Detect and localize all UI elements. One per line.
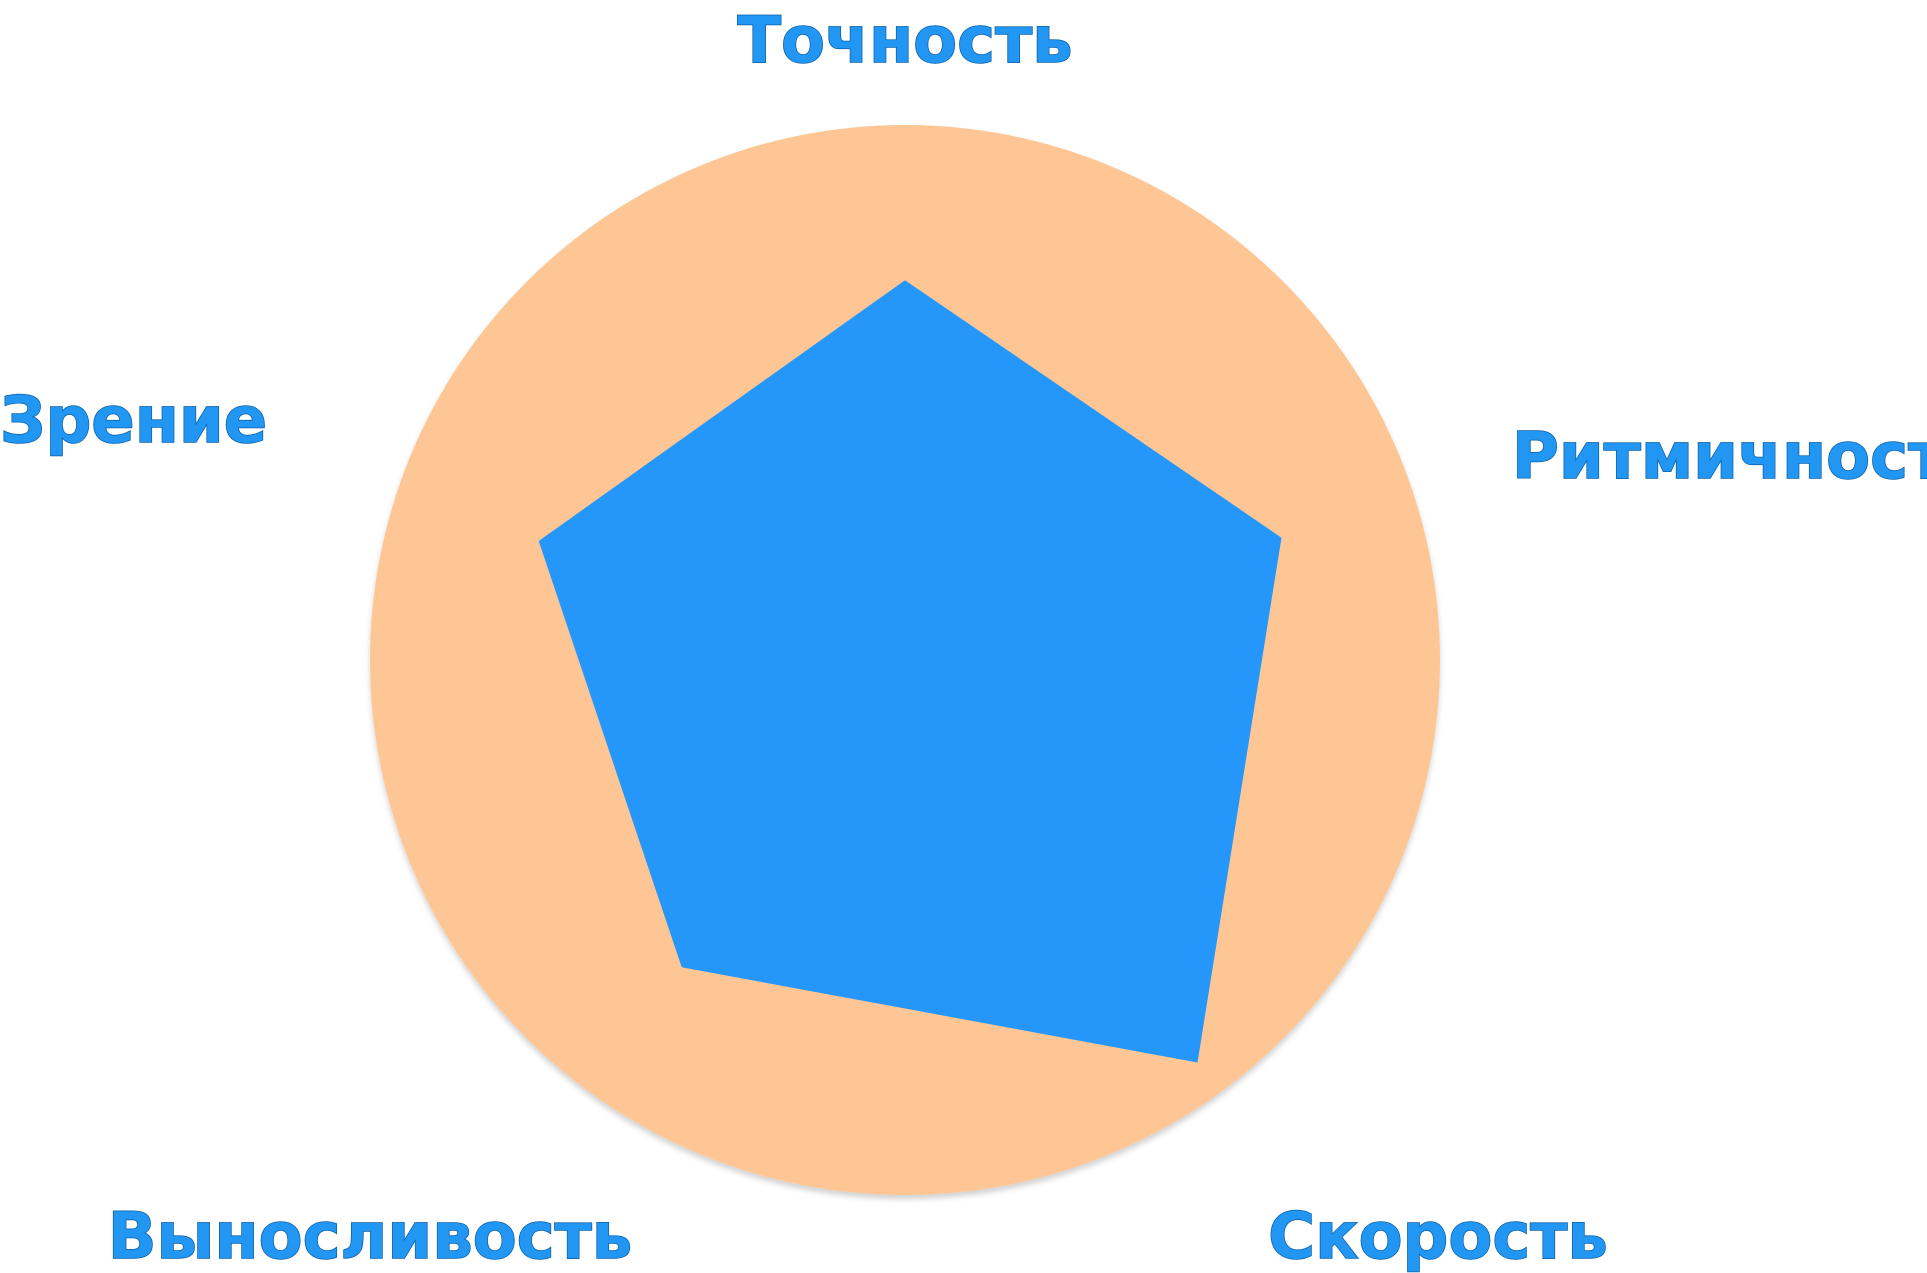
axis-label-zrenie: Зрение — [0, 384, 267, 458]
radar-data-polygon — [538, 280, 1282, 1063]
axis-label-vynoslivost: Выносливость — [108, 1200, 632, 1273]
axis-label-layer: ТочностьРитмичностьСкорость Выносливость З… — [0, 3, 1927, 1273]
data-layer — [538, 280, 1282, 1063]
axis-label-tochnost: Точность — [737, 4, 1072, 78]
axis-label-skorost: Скорость — [1268, 1200, 1608, 1273]
axis-label-ritmichnost: Ритмичность — [1512, 420, 1927, 494]
